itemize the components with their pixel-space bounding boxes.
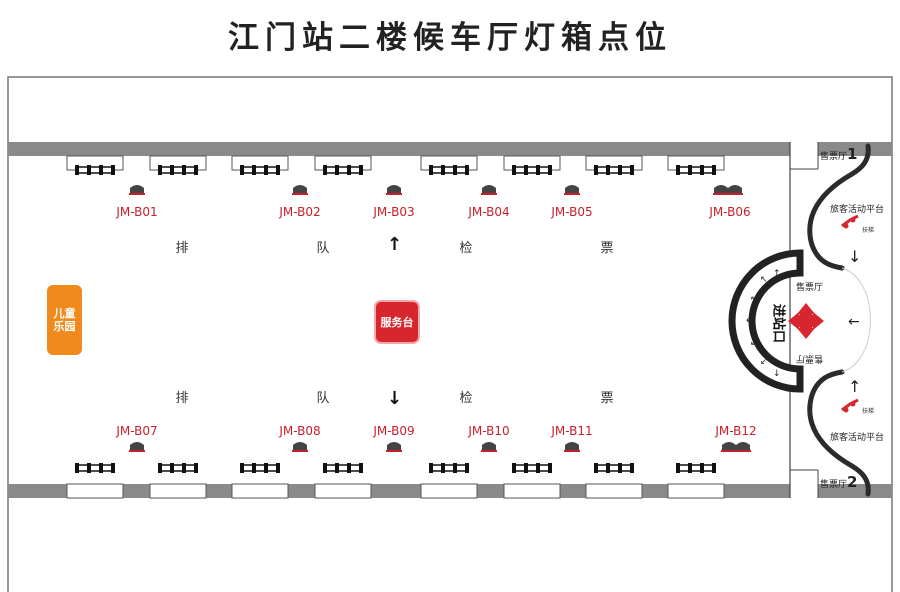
lightbox-label-b12: JM-B12 — [715, 424, 757, 438]
service-desk: 服务台 — [374, 300, 420, 344]
right-top-wall — [818, 142, 892, 156]
lightbox-icons-top — [129, 185, 743, 195]
ticket-hall-small-bottom: 售票厅 — [796, 353, 824, 363]
svg-text:↙: ↙ — [760, 357, 768, 367]
queue-text-bottom-2: 队 — [316, 391, 330, 406]
ticket-gate — [585, 155, 643, 175]
curve-bottom — [807, 369, 871, 497]
lightbox-icon — [129, 185, 145, 195]
ticket-gate — [585, 463, 643, 499]
lightbox-label-b02: JM-B02 — [279, 205, 321, 219]
ticket-gate — [314, 463, 372, 499]
entrance-direction-arrows — [788, 303, 824, 339]
svg-text:←: ← — [848, 314, 860, 330]
ticket-gate — [667, 463, 725, 499]
escalator-note-top: 扶梯 — [862, 227, 875, 234]
entrance-label: 进站口 — [770, 303, 786, 343]
ticket-hall-small-top: 售票厅 — [796, 283, 824, 293]
lightbox-label-b07: JM-B07 — [116, 424, 158, 438]
lightbox-label-b08: JM-B08 — [279, 424, 321, 438]
passenger-platform-bottom: 旅客活动平台 — [830, 433, 885, 443]
lightbox-icon — [721, 442, 751, 452]
ticket-gate — [66, 463, 124, 499]
top-wall — [8, 142, 790, 156]
ticket-gate — [149, 155, 207, 175]
lightbox-icon — [386, 442, 402, 452]
lightbox-icon — [386, 185, 402, 195]
ticket-hall-1: 售票厅1 — [820, 145, 858, 163]
lightbox-icon — [292, 185, 308, 195]
lightbox-icon — [292, 442, 308, 452]
building-outline — [7, 76, 893, 592]
svg-text:↓: ↓ — [387, 388, 402, 409]
entrance-ring — [728, 249, 804, 393]
lightbox-label-b05: JM-B05 — [551, 205, 593, 219]
ticket-gate — [231, 155, 289, 175]
queue-text-top-3: 检 — [459, 241, 473, 256]
ticket-gate — [231, 463, 289, 499]
escalator-note-bottom: 扶梯 — [862, 408, 875, 415]
svg-text:↖: ↖ — [750, 295, 758, 305]
lightbox-icon — [481, 442, 497, 452]
curve-top — [807, 143, 871, 271]
lightbox-label-b11: JM-B11 — [551, 424, 593, 438]
svg-text:↓: ↓ — [773, 369, 781, 379]
lightbox-label-b03: JM-B03 — [373, 205, 415, 219]
ticket-gate — [149, 463, 207, 499]
queue-text-top-2: 队 — [316, 241, 330, 256]
kids-area: 儿童乐园 — [47, 285, 82, 355]
right-bottom-wall — [818, 484, 892, 498]
lightbox-label-b01: JM-B01 — [116, 205, 158, 219]
gates-top — [66, 155, 725, 175]
svg-text:↑: ↑ — [848, 377, 861, 396]
lightbox-label-b06: JM-B06 — [709, 205, 751, 219]
lightbox-label-b04: JM-B04 — [468, 205, 510, 219]
ticket-gate — [314, 155, 372, 175]
lightbox-icon — [564, 185, 580, 195]
queue-text-bottom-3: 检 — [459, 391, 473, 406]
escalator-bottom-icon — [841, 398, 859, 413]
svg-text:↓: ↓ — [848, 247, 861, 266]
ticket-gate — [667, 155, 725, 175]
ticket-gate — [66, 155, 124, 175]
svg-text:←: ← — [746, 316, 754, 326]
queue-text-top-4: 票 — [600, 241, 614, 256]
escalator-top-icon — [841, 214, 859, 229]
queue-text-bottom-1: 排 — [175, 391, 189, 406]
queue-text-bottom-4: 票 — [600, 391, 614, 406]
queue-text-top-1: 排 — [175, 241, 189, 256]
ticket-gate — [420, 463, 478, 499]
lightbox-label-b10: JM-B10 — [468, 424, 510, 438]
lightbox-icons-bottom — [129, 442, 751, 452]
ticket-gate — [503, 155, 561, 175]
gates-bottom — [66, 463, 725, 499]
lightbox-icon — [564, 442, 580, 452]
ticket-hall-2: 售票厅2 — [820, 473, 858, 491]
lightbox-icon — [481, 185, 497, 195]
lightbox-icon — [713, 185, 743, 195]
lightbox-label-b09: JM-B09 — [373, 424, 415, 438]
svg-text:↙: ↙ — [750, 338, 758, 348]
svg-text:↖: ↖ — [760, 275, 768, 285]
page-title: 江门站二楼候车厅灯箱点位 — [228, 20, 672, 56]
ticket-gate — [420, 155, 478, 175]
svg-text:↑: ↑ — [387, 234, 402, 255]
passenger-platform-top: 旅客活动平台 — [830, 205, 885, 215]
ticket-gate — [503, 463, 561, 499]
svg-text:↑: ↑ — [773, 269, 781, 279]
lightbox-icon — [129, 442, 145, 452]
